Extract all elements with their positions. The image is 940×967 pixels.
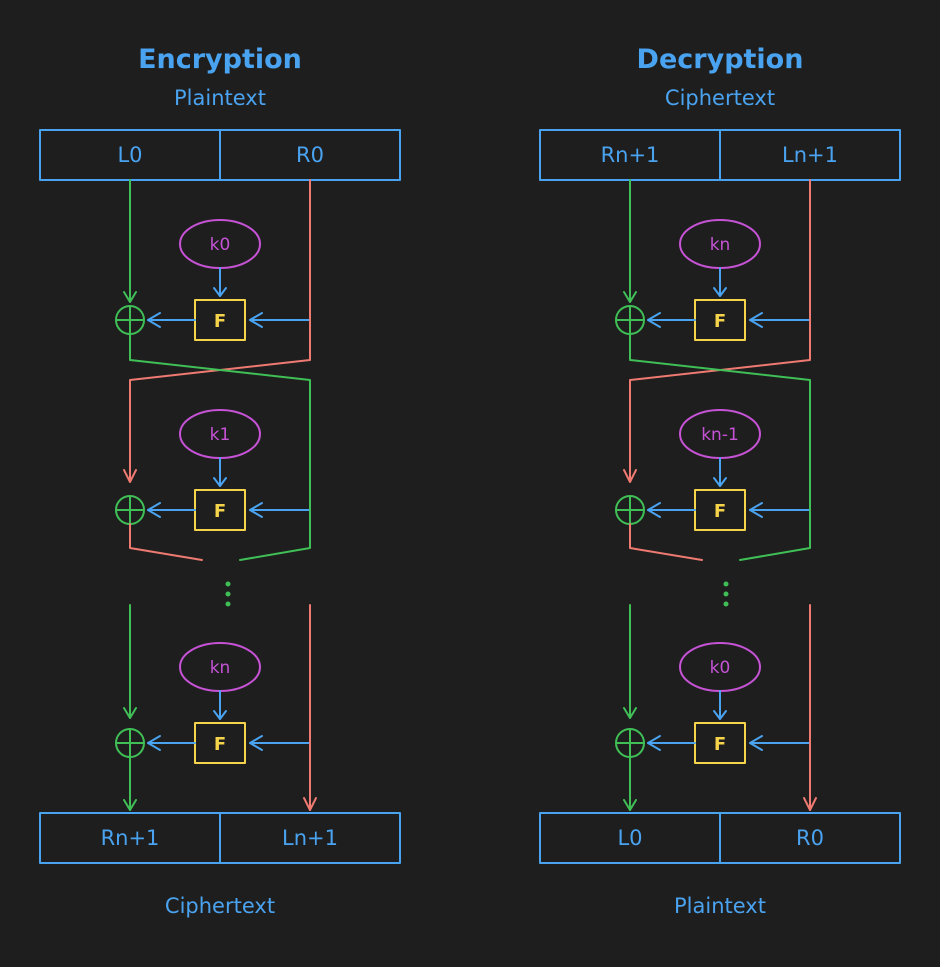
encryption-f-label: F [214,501,226,522]
encryption-round-n: kn F [115,604,317,811]
encryption-f-label: F [214,311,226,332]
decryption-output-block: L0 R0 [539,812,901,864]
ellipsis-dots [225,581,231,607]
decryption-input-left: Rn+1 [601,143,660,167]
decryption-input-block: Rn+1 Ln+1 [539,129,901,181]
decryption-round-2: kn-1 F [615,409,811,561]
decryption-key-2: kn-1 [701,425,739,445]
encryption-round-2: k1 F [115,409,311,561]
encryption-round-1: k0 F [115,179,311,511]
encryption-input-label: Plaintext [174,86,266,110]
encryption-input-block: L0 R0 [39,129,401,181]
decryption-input-right: Ln+1 [782,143,838,167]
decryption-key-n: k0 [710,658,731,678]
decryption-title: Decryption [637,44,804,75]
encryption-key-1: k0 [210,235,231,255]
encryption-f-label: F [214,734,226,755]
encryption-output-block: Rn+1 Ln+1 [39,812,401,864]
encryption-output-label: Ciphertext [165,894,275,918]
encryption-output-left: Rn+1 [101,826,160,850]
red-tail [129,523,203,561]
decryption-f-label: F [714,734,726,755]
decryption-key-1: kn [710,235,731,255]
decryption-output-label: Plaintext [674,894,766,918]
encryption-input-left: L0 [117,143,142,167]
encryption-key-n: kn [210,658,231,678]
encryption-output-right: Ln+1 [282,826,338,850]
decryption-panel: Decryption Ciphertext Rn+1 Ln+1 kn F kn-… [539,44,901,918]
decryption-f-label: F [714,311,726,332]
green-tail [239,509,311,561]
encryption-input-right: R0 [296,143,324,167]
encryption-title: Encryption [138,44,302,75]
decryption-input-label: Ciphertext [665,86,775,110]
decryption-output-right: R0 [796,826,824,850]
encryption-panel: Encryption Plaintext L0 R0 k0 F k1 F [39,44,401,918]
ellipsis-dots [723,581,729,607]
decryption-f-label: F [714,501,726,522]
decryption-round-n: k0 F [615,604,817,811]
crossing-green [129,333,311,511]
decryption-round-1: kn F [615,179,811,511]
crossing-red [129,319,311,481]
encryption-key-2: k1 [210,425,231,445]
decryption-output-left: L0 [617,826,642,850]
